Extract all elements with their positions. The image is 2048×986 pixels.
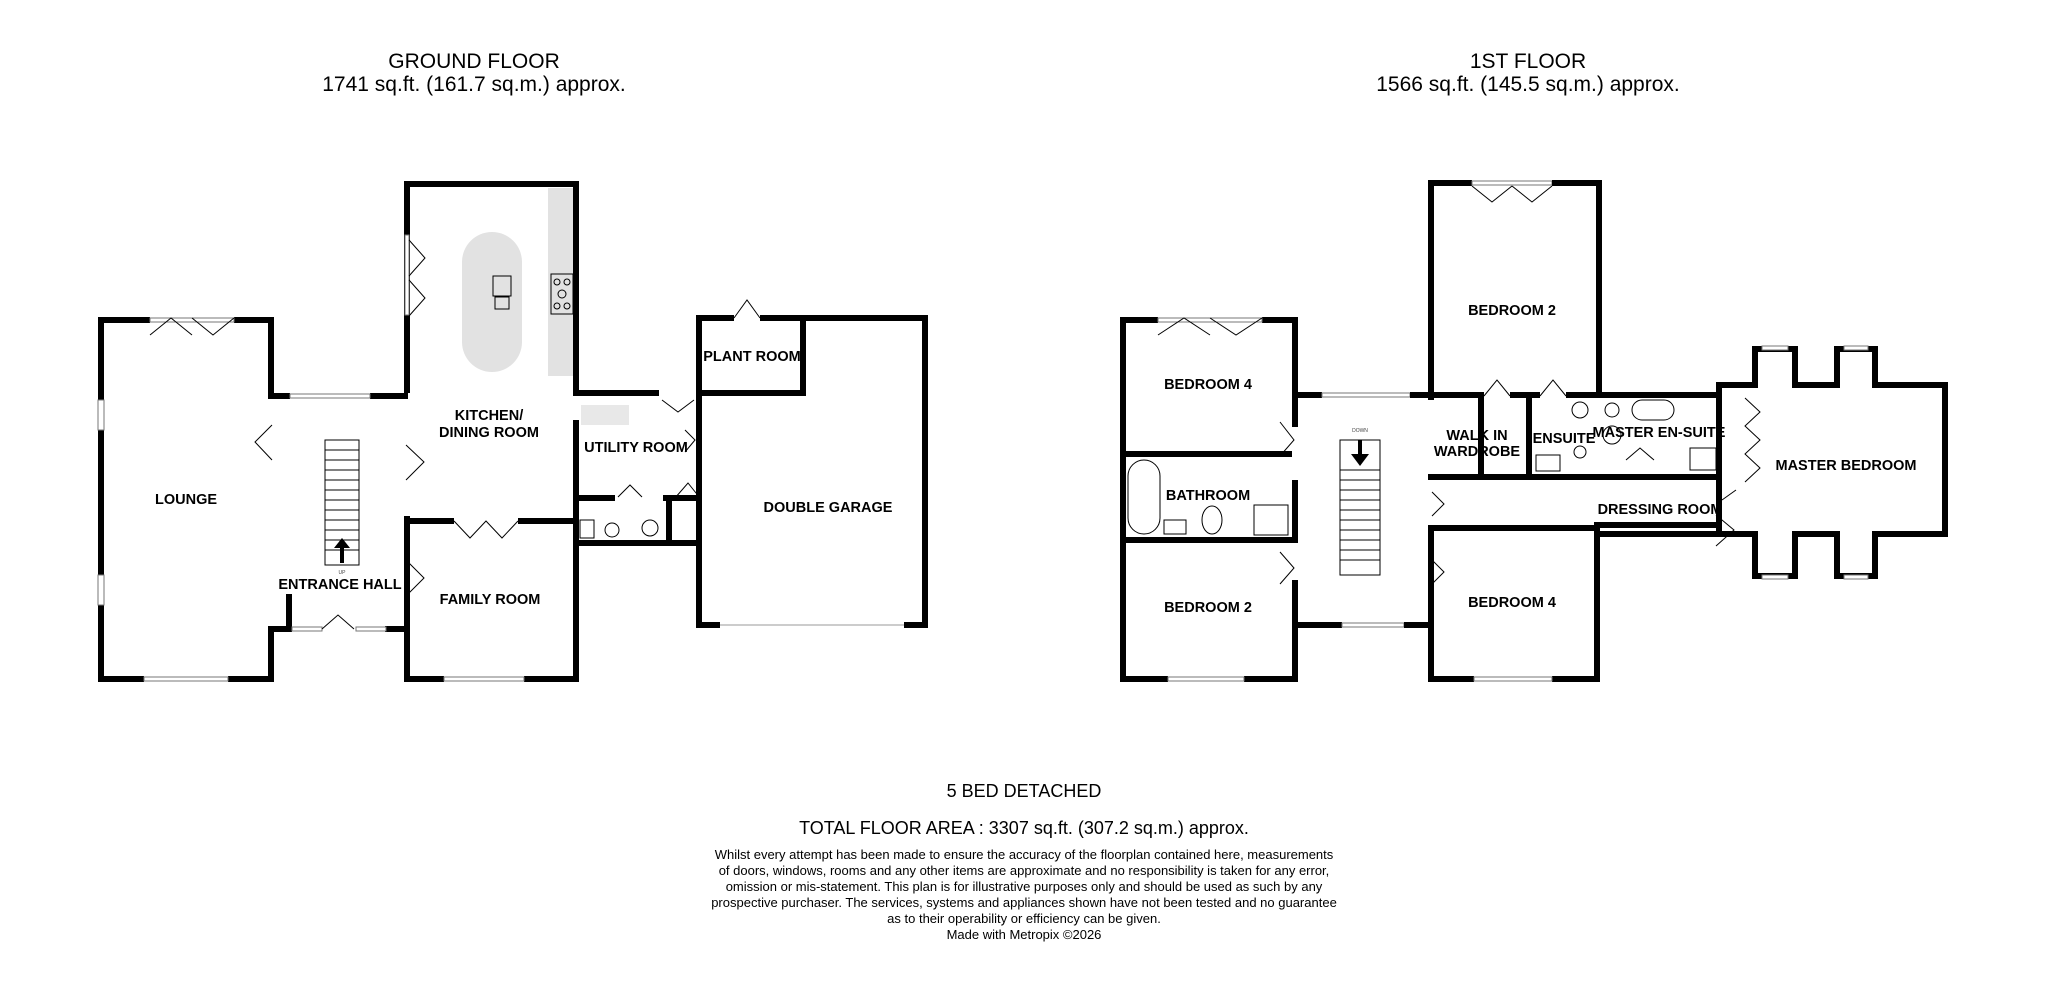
first-stair-label: DOWN: [1352, 428, 1368, 434]
ground-floor-area: 1741 sq.ft. (161.7 sq.m.) approx.: [322, 73, 626, 96]
first-floor-plan: DOWN: [1120, 180, 1948, 682]
ensuite-wc-icon: [1571, 401, 1589, 419]
ground-stairs: [324, 439, 360, 566]
kitchen-label-2: DINING ROOM: [439, 425, 539, 441]
ensuite-shower-icon: [1535, 454, 1561, 472]
first-floor-header: 1ST FLOOR 1566 sq.ft. (145.5 sq.m.) appr…: [1278, 50, 1778, 96]
bath-wc-icon: [1201, 505, 1223, 535]
shower-icon: [1253, 504, 1289, 536]
bedroom2-bifold-doors: [1471, 185, 1553, 203]
entrance-hall-label: ENTRANCE HALL: [278, 577, 401, 593]
master-ensuite-label: MASTER EN-SUITE: [1593, 425, 1726, 441]
lounge-door-icon: [254, 424, 273, 461]
master-wardrobe-doors: [1744, 397, 1761, 483]
bathroom-label: BATHROOM: [1166, 488, 1250, 504]
sink-icon: [492, 275, 512, 297]
kitchen-label-1: KITCHEN/: [455, 408, 523, 424]
plant-room-label: PLANT ROOM: [703, 349, 800, 365]
drainer-icon: [494, 296, 510, 310]
walk-in-label-2: WARDROBE: [1434, 444, 1521, 460]
kitchen-door-icon: [405, 444, 425, 481]
total-floor-area: TOTAL FLOOR AREA : 3307 sq.ft. (307.2 sq…: [799, 818, 1249, 838]
bath-basin-icon: [1163, 519, 1187, 535]
disclaimer-text: Whilst every attempt has been made to en…: [711, 847, 1337, 926]
washbasin-icon: [641, 519, 659, 537]
ground-floor-header: GROUND FLOOR 1741 sq.ft. (161.7 sq.m.) a…: [224, 50, 724, 96]
wc-basin-icon: [579, 519, 595, 539]
lounge-bifold-doors: [149, 317, 235, 336]
bedroom-2-left-label: BEDROOM 2: [1164, 600, 1252, 616]
metropix-credit: Made with Metropix ©2026: [946, 927, 1102, 942]
bathtub-icon: [1127, 459, 1161, 535]
bedroom-4-left-label: BEDROOM 4: [1164, 377, 1252, 393]
ground-floor-title: GROUND FLOOR: [388, 50, 560, 73]
bedroom-2-top-label: BEDROOM 2: [1468, 303, 1556, 319]
double-garage-label: DOUBLE GARAGE: [764, 500, 893, 516]
wc-icon: [604, 522, 620, 538]
family-room-label: FAMILY ROOM: [440, 592, 541, 608]
first-floor-stairs: [1339, 439, 1381, 576]
bedroom-4-right-label: BEDROOM 4: [1468, 595, 1556, 611]
ensuite-label: ENSUITE: [1533, 431, 1596, 447]
utility-worktop: [581, 405, 629, 425]
first-floor-area: 1566 sq.ft. (145.5 sq.m.) approx.: [1376, 73, 1680, 96]
property-type: 5 BED DETACHED: [946, 781, 1102, 801]
front-door-icon: [321, 614, 355, 630]
lounge-label: LOUNGE: [155, 492, 217, 508]
plant-room-door-icon: [733, 299, 761, 319]
bedroom4-bifold-doors: [1157, 317, 1263, 336]
ground-floor-plan: UP: [97, 181, 928, 682]
master-bedroom-label: MASTER BEDROOM: [1776, 458, 1917, 474]
ground-stair-label: UP: [339, 570, 347, 576]
walk-in-label-1: WALK IN: [1446, 428, 1507, 444]
master-shower-icon: [1689, 447, 1717, 471]
family-room-double-doors: [453, 520, 519, 539]
first-floor-title: 1ST FLOOR: [1469, 50, 1587, 73]
family-door-icon: [405, 559, 425, 597]
kitchen-bifold-doors: [408, 239, 426, 317]
kitchen-island: [462, 232, 522, 372]
utility-room-label: UTILITY ROOM: [584, 440, 688, 456]
master-bath-icon: [1631, 399, 1675, 421]
dressing-room-label: DRESSING ROOM: [1598, 502, 1723, 518]
